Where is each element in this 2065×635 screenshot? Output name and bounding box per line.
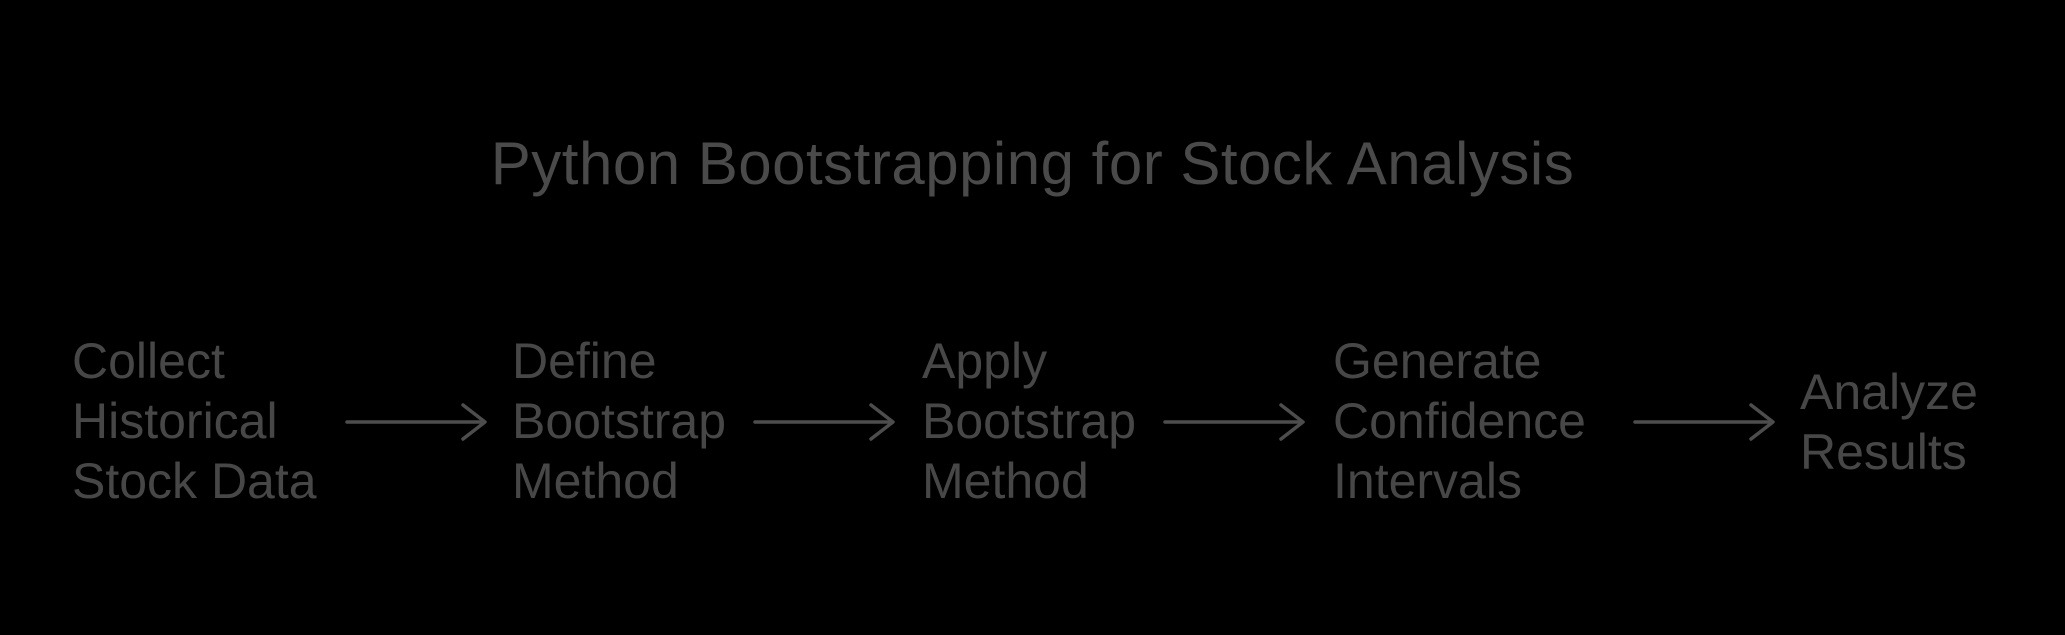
- arrow-right-icon: [1163, 403, 1305, 441]
- diagram-title: Python Bootstrapping for Stock Analysis: [490, 130, 1575, 197]
- flow-step-apply-bootstrap-method: Apply Bootstrap Method: [922, 331, 1136, 511]
- step-line: Method: [512, 453, 679, 509]
- step-line: Bootstrap: [922, 393, 1137, 449]
- step-line: Bootstrap: [512, 393, 727, 449]
- step-line: Collect: [72, 333, 225, 389]
- step-line: Results: [1800, 424, 1967, 480]
- arrow-right-icon: [345, 403, 487, 441]
- step-line: Define: [512, 333, 657, 389]
- step-line: Analyze: [1800, 364, 1978, 420]
- flow-step-generate-confidence-intervals: Generate Confidence Intervals: [1333, 331, 1586, 511]
- flow-step-collect-historical-stock-data: Collect Historical Stock Data: [72, 331, 317, 511]
- step-line: Generate: [1333, 333, 1542, 389]
- arrow-right-icon: [1633, 403, 1775, 441]
- step-line: Method: [922, 453, 1089, 509]
- flow-step-define-bootstrap-method: Define Bootstrap Method: [512, 331, 726, 511]
- step-line: Stock Data: [72, 453, 317, 509]
- flow-step-analyze-results: Analyze Results: [1800, 362, 1978, 482]
- step-line: Historical: [72, 393, 278, 449]
- step-line: Confidence: [1333, 393, 1586, 449]
- step-line: Intervals: [1333, 453, 1522, 509]
- step-line: Apply: [922, 333, 1048, 389]
- arrow-right-icon: [753, 403, 895, 441]
